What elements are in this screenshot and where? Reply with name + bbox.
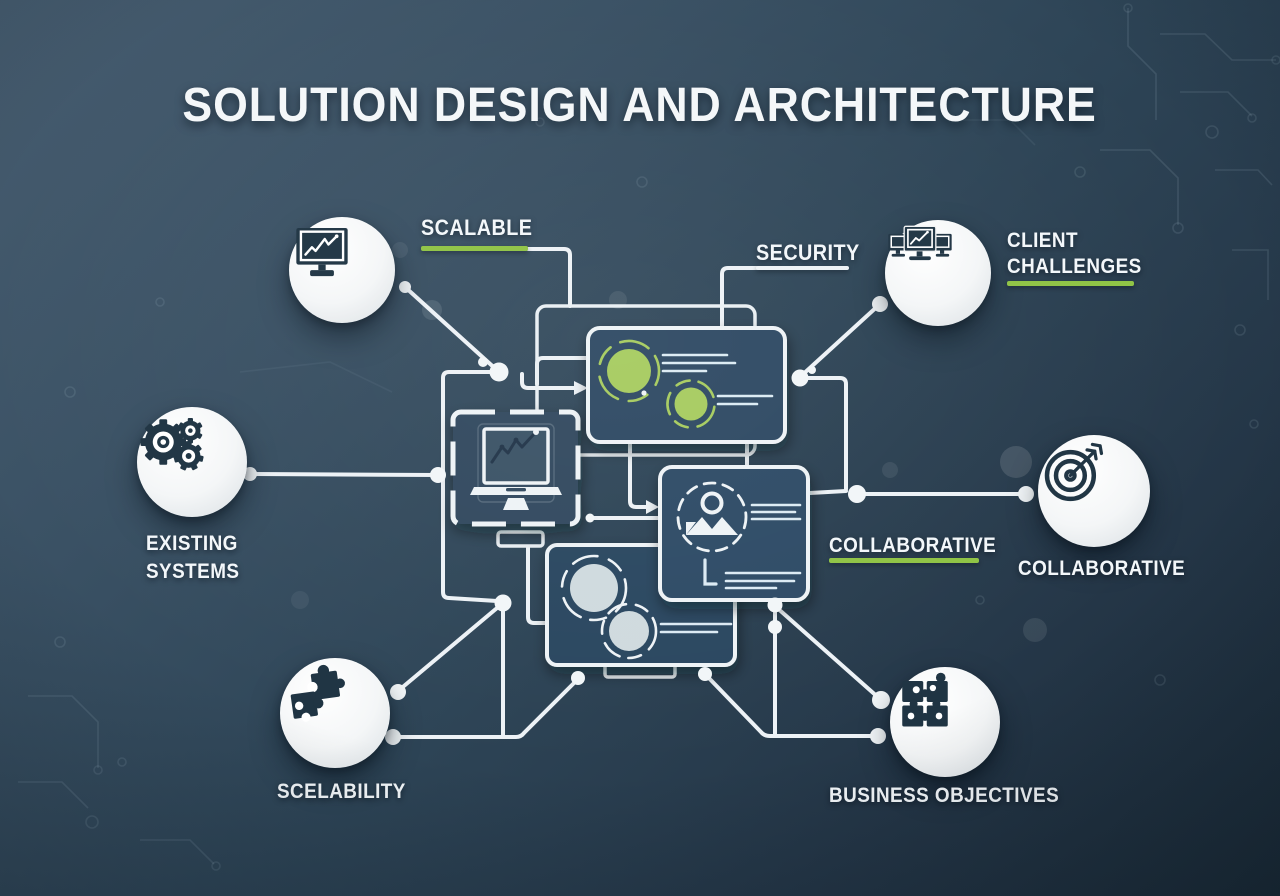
node-client-challenges xyxy=(885,220,991,326)
node-business-objectives xyxy=(890,667,1000,777)
label-existing-systems: EXISTING SYSTEMS xyxy=(146,532,240,583)
underline-scalable xyxy=(421,246,528,251)
underline-security xyxy=(756,266,849,270)
label-scelability: SCELABILITY xyxy=(277,780,406,803)
label-scalable: SCALABLE xyxy=(421,215,533,240)
analytics-card xyxy=(586,326,787,444)
underline-collaborative-center xyxy=(829,558,979,563)
label-security: SECURITY xyxy=(756,240,860,265)
node-scalable xyxy=(289,217,395,323)
profile-card xyxy=(658,465,810,602)
monitor-card xyxy=(450,409,581,527)
node-collaborative-target xyxy=(1038,435,1150,547)
page-title: SOLUTION DESIGN AND ARCHITECTURE xyxy=(182,79,1098,132)
label-collaborative-center: COLLABORATIVE xyxy=(829,534,997,557)
node-scelability xyxy=(280,658,390,768)
monitor-card-tab xyxy=(496,530,545,548)
label-client-challenges: CLIENT CHALLENGES xyxy=(1007,229,1142,278)
label-business-objectives: BUSINESS OBJECTIVES xyxy=(829,784,1060,807)
label-collaborative-target: COLLABORATIVE xyxy=(1018,557,1186,580)
node-existing-systems xyxy=(137,407,247,517)
underline-client-challenges xyxy=(1007,281,1134,286)
